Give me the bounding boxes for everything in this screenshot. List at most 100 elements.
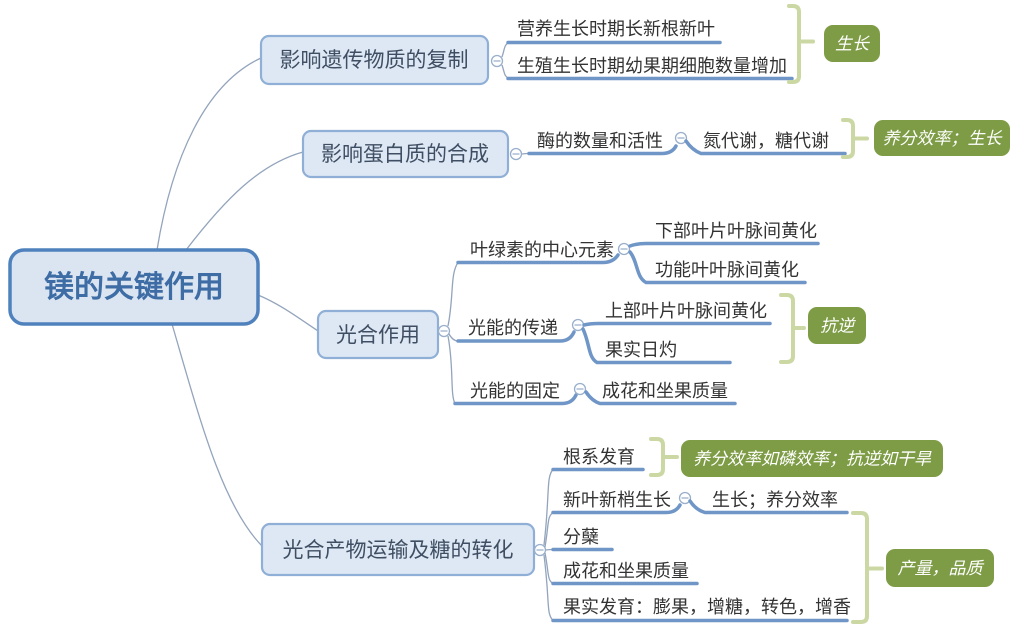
- leaf-label: 氮代谢，糖代谢: [703, 131, 829, 152]
- leaf-label: 分蘖: [563, 527, 599, 548]
- topic-underline: [684, 139, 847, 156]
- summary-label: 养分效率如磷效率；抗逆如干旱: [693, 450, 932, 470]
- connector-root-branch2: [185, 151, 304, 251]
- connector-branch1-child1: [501, 41, 510, 58]
- branch1-box[interactable]: [259, 34, 490, 86]
- leaf-topic[interactable]: 叶绿素的中心元素: [456, 240, 620, 265]
- root-topic-box[interactable]: [8, 248, 260, 326]
- leaf-label: 下部叶片叶脉间黄化: [655, 221, 817, 242]
- boundary-bracket: [787, 4, 815, 84]
- leaf-label: 果实日灼: [605, 340, 677, 361]
- topic-underline: [581, 327, 732, 365]
- summary-topic[interactable]: 抗逆: [808, 307, 866, 344]
- connector-branch4-child5: [543, 554, 554, 621]
- leaf-label: 果实发育：膨果，增糖，转色，增香: [563, 597, 851, 618]
- leaf-label: 光能的传递: [468, 318, 558, 339]
- connector-root-branch3: [257, 294, 319, 332]
- topic-underline: [453, 393, 578, 406]
- connector-branch1-child2: [501, 64, 510, 80]
- summary-box[interactable]: [874, 120, 1010, 156]
- connector-root-branch1: [156, 57, 262, 251]
- branch3-label: 光合作用: [336, 323, 420, 347]
- leaf-label: 营养生长时期长新根新叶: [517, 19, 715, 40]
- leaf-label: 成花和坐果质量: [563, 561, 689, 582]
- leaf-label: 生殖生长时期幼果期细胞数量增加: [517, 55, 787, 77]
- topic-underline: [582, 321, 772, 327]
- leaf-topic[interactable]: 成花和坐果质量: [551, 561, 699, 586]
- summary-label: 养分效率；生长: [883, 129, 1003, 149]
- connector-root-branch4: [171, 323, 263, 547]
- leaf-topic[interactable]: 生长；养分效率: [688, 490, 849, 515]
- branch-topic-2[interactable]: 影响蛋白质的合成: [301, 129, 510, 179]
- leaf-topic[interactable]: 根系发育: [551, 447, 645, 472]
- collapse-icon[interactable]: [674, 131, 688, 145]
- leaf-topic[interactable]: 营养生长时期长新根新叶: [506, 19, 722, 45]
- summary-box[interactable]: [886, 549, 994, 587]
- leaf-topic[interactable]: 生殖生长时期幼果期细胞数量增加: [506, 55, 794, 81]
- summary-topic[interactable]: 养分效率；生长: [874, 120, 1010, 156]
- boundary-bracket: [649, 437, 679, 477]
- collapse-icon[interactable]: [573, 382, 587, 396]
- leaf-topic[interactable]: 氮代谢，糖代谢: [684, 131, 847, 156]
- leaf-topic[interactable]: 新叶新梢生长: [551, 490, 682, 515]
- connector-branch4-child1: [543, 469, 554, 546]
- summary-box[interactable]: [681, 440, 943, 477]
- leaf-label: 成花和坐果质量: [602, 381, 728, 402]
- branch2-box[interactable]: [301, 129, 510, 179]
- connector-branch3-sub3: [447, 335, 456, 404]
- leaf-label: 光能的固定: [470, 381, 560, 402]
- boundary-bracket: [841, 118, 869, 159]
- collapse-icon[interactable]: [678, 491, 692, 505]
- collapse-icon[interactable]: [509, 147, 523, 161]
- collapse-icon[interactable]: [437, 324, 451, 338]
- branch3-box[interactable]: [316, 309, 440, 360]
- root-topic[interactable]: 镁的关键作用: [8, 248, 260, 326]
- leaf-label: 叶绿素的中心元素: [470, 240, 614, 261]
- root-topic-label: 镁的关键作用: [44, 270, 224, 305]
- leaf-label: 根系发育: [563, 447, 635, 468]
- leaf-topic[interactable]: 功能叶叶脉间黄化: [628, 250, 807, 285]
- leaf-topic[interactable]: 光能的传递: [456, 318, 576, 343]
- branch-topic-1[interactable]: 影响遗传物质的复制: [259, 34, 490, 86]
- leaf-topic[interactable]: 上部叶片叶脉间黄化: [582, 301, 772, 327]
- leaf-label: 新叶新梢生长: [563, 490, 671, 511]
- topic-underline: [688, 499, 849, 515]
- collapse-icon[interactable]: [490, 54, 504, 68]
- collapse-icon[interactable]: [533, 543, 547, 557]
- branch2-label: 影响蛋白质的合成: [321, 142, 489, 166]
- leaf-topic[interactable]: 下部叶片叶脉间黄化: [628, 221, 820, 248]
- topic-underline: [551, 503, 682, 515]
- summary-label: 抗逆: [820, 317, 856, 337]
- branch-topic-3[interactable]: 光合作用: [316, 309, 440, 360]
- leaf-label: 功能叶叶脉间黄化: [655, 260, 799, 281]
- leaf-topic[interactable]: 分蘖: [551, 527, 614, 552]
- topic-underline: [527, 144, 678, 156]
- branch-connectors: [156, 57, 319, 547]
- branch-topic-4[interactable]: 光合产物运输及糖的转化: [260, 522, 536, 577]
- boundary-bracket: [779, 293, 806, 364]
- summary-topic[interactable]: 养分效率如磷效率；抗逆如干旱: [681, 440, 943, 477]
- summary-box[interactable]: [808, 307, 866, 344]
- topic-underline: [628, 250, 807, 285]
- topic-underline: [584, 390, 737, 406]
- connector-branch3-sub1: [447, 262, 459, 327]
- leaf-topic[interactable]: 果实日灼: [581, 327, 732, 365]
- branch4-label: 光合产物运输及糖的转化: [283, 538, 514, 562]
- summary-topic[interactable]: 生长: [824, 25, 880, 62]
- leaf-label: 酶的数量和活性: [537, 131, 663, 152]
- summary-box[interactable]: [824, 25, 880, 62]
- summary-topic[interactable]: 产量，品质: [886, 549, 994, 587]
- summary-label: 生长: [835, 35, 870, 55]
- collapse-icon[interactable]: [617, 242, 631, 256]
- branch1-label: 影响遗传物质的复制: [280, 48, 469, 72]
- leaf-topic[interactable]: 成花和坐果质量: [584, 381, 737, 406]
- leaf-topic[interactable]: 酶的数量和活性: [527, 131, 678, 156]
- leaf-topic[interactable]: 光能的固定: [453, 381, 578, 406]
- leaf-label: 生长；养分效率: [712, 490, 838, 511]
- leaf-label: 上部叶片叶脉间黄化: [605, 301, 767, 322]
- boundary-bracket: [851, 511, 884, 624]
- topic-underline: [456, 330, 576, 343]
- summary-label: 产量，品质: [898, 559, 985, 579]
- leaf-topic[interactable]: 果实发育：膨果，增糖，转色，增香: [551, 597, 851, 623]
